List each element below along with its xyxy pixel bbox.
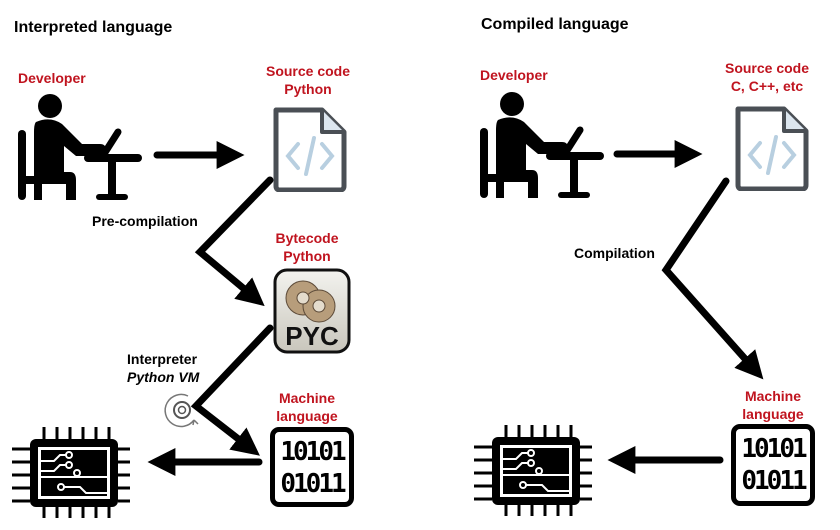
- pyc-text: PYC: [285, 321, 339, 351]
- binary-row-1-compiled: 10101: [741, 434, 807, 464]
- source-code-file-icon: [273, 107, 347, 192]
- binary-row-2-compiled: 01011: [741, 466, 807, 496]
- interpreted-title: Interpreted language: [14, 19, 173, 36]
- interpreted-source-label-line2: Python: [284, 81, 332, 97]
- gear-cycle-icon: [164, 393, 199, 428]
- bytecode-label: Bytecode Python: [262, 229, 352, 265]
- interpreted-machine-label-line2: language: [276, 408, 338, 424]
- interpreted-source-label-line1: Source code: [265, 63, 351, 79]
- interpreted-machine-label-line1: Machine: [278, 390, 335, 406]
- developer-icon-compiled: [480, 92, 604, 198]
- interpreted-machine-label: Machine language: [262, 389, 352, 425]
- cpu-chip-icon-compiled: [474, 425, 592, 516]
- compiled-source-label-line1: Source code: [724, 60, 810, 76]
- gears-icon: [273, 268, 351, 354]
- interpreted-developer-label: Developer: [18, 70, 86, 86]
- interpreter-label-line2: Python VM: [127, 369, 200, 385]
- source-code-file-icon-compiled: [735, 106, 809, 191]
- arrow-interpreter: [190, 324, 274, 456]
- pyc-bytecode-icon: PYC: [273, 268, 351, 354]
- binary-row-1: 10101: [280, 437, 346, 467]
- bytecode-label-line1: Bytecode: [275, 230, 339, 246]
- compiled-source-label-line2: C, C++, etc: [730, 78, 804, 94]
- compiled-title: Compiled language: [481, 16, 629, 33]
- binary-machine-code-icon-compiled: 10101 01011: [731, 424, 815, 506]
- bytecode-label-line2: Python: [283, 248, 331, 264]
- arrow-compilation: [661, 177, 764, 380]
- interpreter-label-line1: Interpreter: [127, 351, 198, 367]
- compiled-developer-label: Developer: [480, 67, 548, 83]
- compiled-machine-label-line2: language: [742, 406, 804, 422]
- binary-machine-code-icon: 10101 01011: [270, 427, 354, 507]
- interpreter-label: Interpreter Python VM: [127, 350, 199, 386]
- compiled-machine-label-line1: Machine: [744, 388, 801, 404]
- precompilation-label: Pre-compilation: [92, 213, 198, 229]
- binary-row-2: 01011: [280, 469, 346, 499]
- developer-icon: [18, 94, 142, 200]
- interpreted-source-label: Source code Python: [258, 62, 358, 98]
- compiled-source-label: Source code C, C++, etc: [713, 59, 821, 95]
- compilation-label: Compilation: [574, 245, 655, 261]
- arrow-precompilation: [194, 176, 274, 307]
- cpu-chip-icon: [12, 427, 130, 518]
- compiled-machine-label: Machine language: [728, 387, 818, 423]
